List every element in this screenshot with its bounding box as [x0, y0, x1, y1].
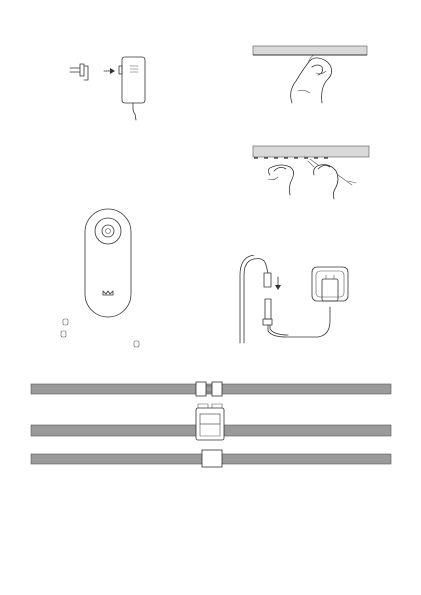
remote-icon [85, 209, 131, 317]
connect-power-figure [230, 255, 360, 345]
arrow-right-icon [104, 68, 115, 74]
yeelight-logo-icon [103, 291, 113, 295]
button-icon [61, 331, 66, 337]
light-strip-icon [31, 384, 391, 394]
clean-surface-figure [252, 45, 368, 105]
strip-mount-icon [253, 146, 369, 158]
power-adapter-icon [119, 57, 145, 120]
wall-socket-icon [312, 267, 348, 301]
adapter-figure [62, 52, 162, 122]
button-icon [134, 341, 139, 347]
connector-cable-icon [240, 255, 330, 343]
connector-icon [202, 450, 222, 467]
remote-figure [55, 205, 155, 355]
plug-icon [70, 64, 88, 80]
hands-icon [268, 159, 356, 199]
hand-icon [291, 55, 332, 103]
arrow-down-icon [275, 277, 281, 290]
press-strip-figure [252, 145, 372, 201]
strip-connectors-figure [30, 378, 392, 468]
strip-mount-icon [253, 46, 367, 55]
button-icon [63, 319, 68, 325]
connector-icon [196, 404, 224, 440]
